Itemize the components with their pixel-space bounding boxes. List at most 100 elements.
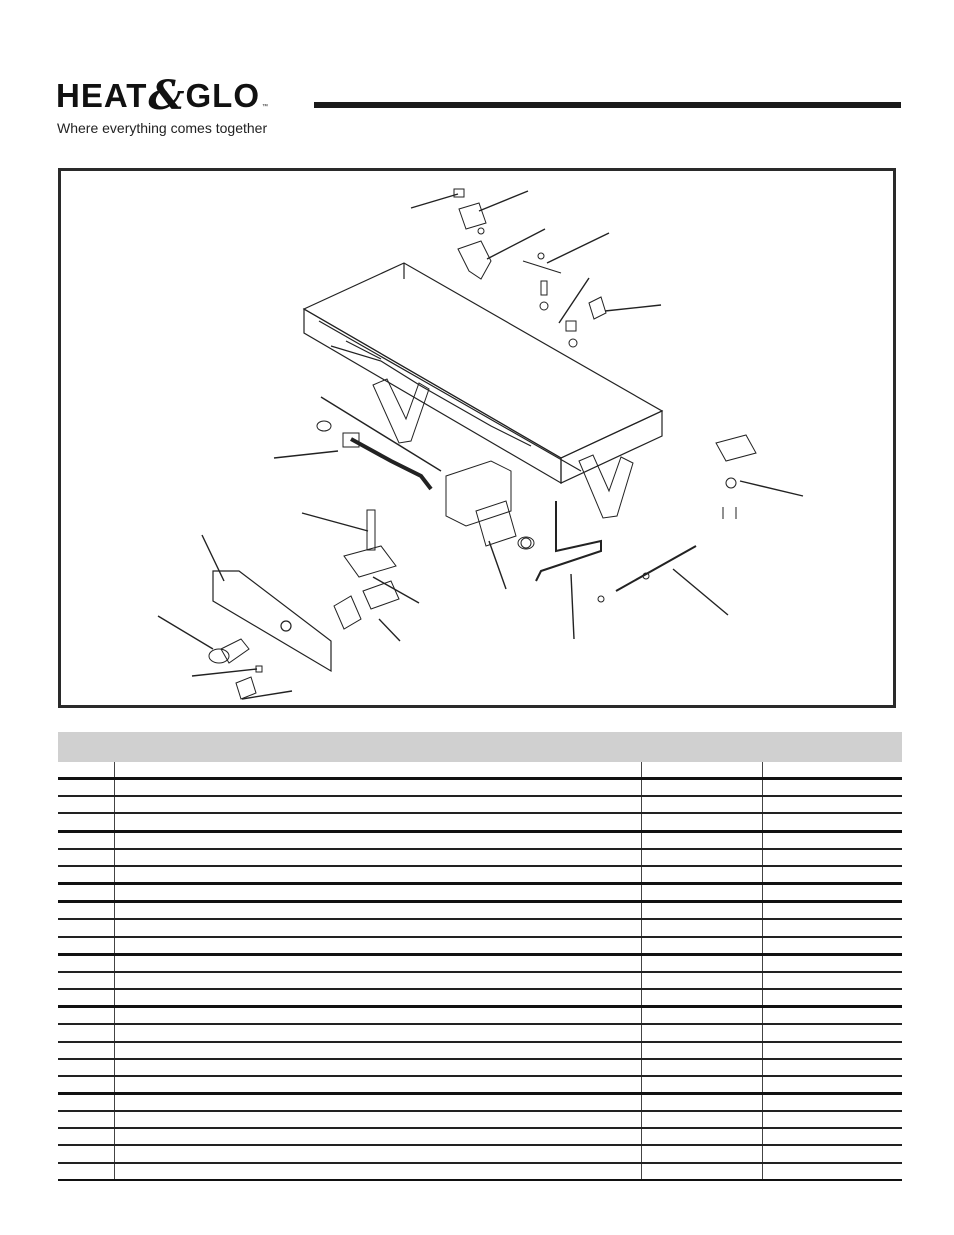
table-cell	[58, 1006, 114, 1026]
table-cell	[113, 778, 641, 798]
table-cell	[113, 1111, 641, 1130]
table-cell	[113, 1093, 641, 1113]
table-cell	[58, 848, 114, 867]
table-cell	[58, 1058, 114, 1077]
table-cell	[113, 989, 641, 1009]
table-row	[58, 883, 902, 904]
table-cell	[58, 1128, 114, 1147]
table-cell	[58, 865, 114, 886]
table-cell	[761, 848, 902, 867]
table-cell	[761, 1006, 902, 1026]
table-row	[58, 778, 902, 798]
exploded-parts-diagram	[58, 168, 896, 708]
table-cell	[113, 1041, 641, 1060]
table-cell	[640, 1075, 762, 1096]
table-cell	[761, 1145, 902, 1164]
table-cell	[113, 1162, 641, 1182]
table-cell	[640, 865, 762, 886]
table-cell	[58, 1024, 114, 1043]
table-cell	[113, 954, 641, 973]
table-cell	[113, 1006, 641, 1026]
table-cell	[640, 1058, 762, 1077]
table-row	[58, 1111, 902, 1130]
table-cell	[761, 989, 902, 1009]
heatnglo-logo: HEAT & GLO ™	[56, 72, 268, 119]
table-cell	[58, 1093, 114, 1113]
table-cell	[640, 971, 762, 991]
table-cell	[761, 865, 902, 886]
table-cell	[761, 796, 902, 815]
front-access-panel	[212, 570, 332, 673]
table-cell	[640, 1111, 762, 1130]
table-row	[58, 762, 902, 781]
table-cell	[640, 796, 762, 815]
table-row	[58, 1128, 902, 1147]
table-cell	[761, 954, 902, 973]
table-row	[58, 1024, 902, 1043]
table-cell	[58, 762, 114, 781]
table-cell	[640, 989, 762, 1009]
table-cell	[761, 831, 902, 850]
table-cell	[113, 1075, 641, 1096]
table-cell	[761, 1024, 902, 1043]
tagline: Where everything comes together	[57, 120, 268, 136]
logo-text-glo: GLO	[185, 77, 261, 114]
logo-text-heat: HEAT	[56, 77, 148, 114]
diagram-drawing	[157, 188, 804, 700]
table-cell	[58, 954, 114, 973]
flex-gas-line	[316, 420, 433, 491]
control-module	[333, 509, 400, 630]
table-row	[58, 865, 902, 886]
table-cell	[761, 1093, 902, 1113]
parts-table-body	[58, 762, 902, 1182]
table-cell	[761, 919, 902, 938]
burner-tray	[302, 262, 664, 485]
table-row	[58, 901, 902, 921]
table-cell	[640, 848, 762, 867]
pilot-assembly	[453, 188, 492, 280]
table-cell	[113, 1128, 641, 1147]
table-row	[58, 1075, 902, 1096]
support-legs	[372, 378, 634, 519]
table-row	[58, 813, 902, 833]
logo-ampersand: &	[148, 72, 185, 119]
table-cell	[761, 1162, 902, 1182]
table-cell	[113, 813, 641, 833]
table-cell	[113, 1058, 641, 1077]
table-cell	[761, 762, 902, 781]
header-rule	[314, 102, 901, 108]
table-cell	[113, 762, 641, 781]
table-cell	[58, 989, 114, 1009]
table-row	[58, 831, 902, 850]
table-cell	[113, 796, 641, 815]
table-cell	[761, 971, 902, 991]
table-cell	[58, 919, 114, 938]
header-part-number	[762, 732, 902, 762]
table-cell	[640, 936, 762, 956]
header-col-3	[641, 732, 762, 762]
table-cell	[58, 936, 114, 956]
table-cell	[761, 1075, 902, 1096]
table-cell	[640, 1093, 762, 1113]
table-cell	[58, 831, 114, 850]
table-row	[58, 1145, 902, 1164]
table-cell	[761, 1058, 902, 1077]
table-row	[58, 1058, 902, 1077]
table-row	[58, 796, 902, 815]
table-cell	[761, 1111, 902, 1130]
parts-list-table	[58, 732, 902, 1182]
table-cell	[640, 762, 762, 781]
table-cell	[640, 831, 762, 850]
table-cell	[58, 1145, 114, 1164]
table-cell	[113, 865, 641, 886]
table-row	[58, 936, 902, 956]
table-cell	[640, 1145, 762, 1164]
orifice-fittings	[597, 434, 757, 603]
table-row	[58, 848, 902, 867]
table-cell	[761, 813, 902, 833]
table-cell	[640, 901, 762, 921]
table-cell	[113, 936, 641, 956]
table-cell	[58, 778, 114, 798]
table-cell	[58, 971, 114, 991]
table-row	[58, 971, 902, 991]
